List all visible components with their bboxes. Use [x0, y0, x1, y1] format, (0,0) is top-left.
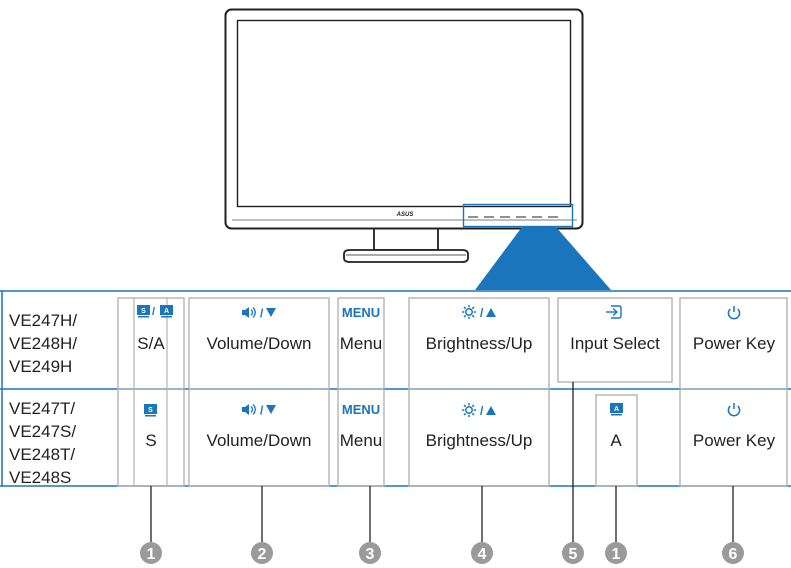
input-arrow-icon [606, 305, 622, 319]
power-button-frame [679, 297, 788, 487]
sun-up-arrow-icon [461, 304, 497, 321]
row-1-model-1: VE247H/ [9, 311, 77, 330]
callout-1: 1 [140, 542, 162, 564]
callout-5: 5 [562, 542, 584, 564]
menu-button-label[interactable]: Menu [340, 334, 383, 353]
power-key-button-label-2[interactable]: Power Key [693, 431, 776, 450]
monitor-illustration: ASUS [224, 8, 584, 263]
svg-text:/: / [152, 306, 155, 318]
svg-text:2: 2 [258, 546, 267, 563]
row-2-model-2: VE247S/ [9, 422, 76, 441]
splendid-autoadjust-icon: / [137, 305, 173, 318]
button-table: VE247H/ VE248H/ VE249H / S/A Volume/Down… [0, 290, 791, 487]
sa-button-label[interactable]: S/A [137, 334, 165, 353]
callout-1b: 1 [605, 542, 627, 564]
svg-text:1: 1 [612, 546, 621, 563]
menu-button-label-2[interactable]: Menu [340, 431, 383, 450]
brand-logo: ASUS [396, 212, 414, 218]
sun-up-arrow-icon [461, 402, 497, 419]
svg-text:3: 3 [366, 546, 375, 563]
input-button-frame [557, 297, 673, 383]
zoom-callout-wedge [475, 227, 611, 290]
volume-down-button-label[interactable]: Volume/Down [207, 334, 312, 353]
s-button-label[interactable]: S [145, 431, 156, 450]
callout-3: 3 [359, 542, 381, 564]
svg-text:5: 5 [569, 546, 578, 563]
volume-down-button-label-2[interactable]: Volume/Down [207, 431, 312, 450]
svg-text:4: 4 [478, 546, 487, 563]
callout-2: 2 [251, 542, 273, 564]
volume-button-frame [188, 297, 330, 487]
callout-6: 6 [722, 542, 744, 564]
input-select-button-label[interactable]: Input Select [570, 334, 660, 353]
menu-text-icon: MENU [342, 305, 380, 320]
svg-text:1: 1 [147, 546, 156, 563]
row-2-model-3: VE248T/ [9, 445, 75, 464]
monitor-stand-neck [373, 229, 439, 251]
brightness-up-button-label[interactable]: Brightness/Up [426, 334, 533, 353]
row-2-model-1: VE247T/ [9, 399, 75, 418]
row-1-model-3: VE249H [9, 357, 72, 376]
row-1-model-2: VE248H/ [9, 334, 77, 353]
power-icon [727, 305, 741, 320]
row-2: VE247T/ VE247S/ VE248T/ VE248S S Volume/… [9, 399, 776, 487]
brightness-up-button-label-2[interactable]: Brightness/Up [426, 431, 533, 450]
splendid-icon [144, 404, 157, 417]
row-2-model-4: VE248S [9, 468, 71, 487]
button-highlight-box [462, 203, 574, 228]
menu-text-icon: MENU [342, 402, 380, 417]
auto-adjust-icon [610, 403, 623, 416]
callouts: 1 2 3 4 5 1 6 [140, 382, 744, 564]
brightness-button-frame [408, 297, 550, 487]
speaker-down-arrow-icon [241, 402, 277, 419]
row-1: VE247H/ VE248H/ VE249H / S/A Volume/Down… [9, 304, 776, 376]
sa-button-frame [117, 297, 185, 487]
monitor-screen [236, 19, 572, 208]
a-button-label[interactable]: A [610, 431, 622, 450]
menu-button-frame [337, 297, 385, 487]
svg-text:6: 6 [729, 546, 738, 563]
callout-4: 4 [471, 542, 493, 564]
power-key-button-label[interactable]: Power Key [693, 334, 776, 353]
speaker-down-arrow-icon [241, 305, 277, 322]
power-icon [727, 402, 741, 417]
monitor-stand-base [343, 249, 469, 263]
